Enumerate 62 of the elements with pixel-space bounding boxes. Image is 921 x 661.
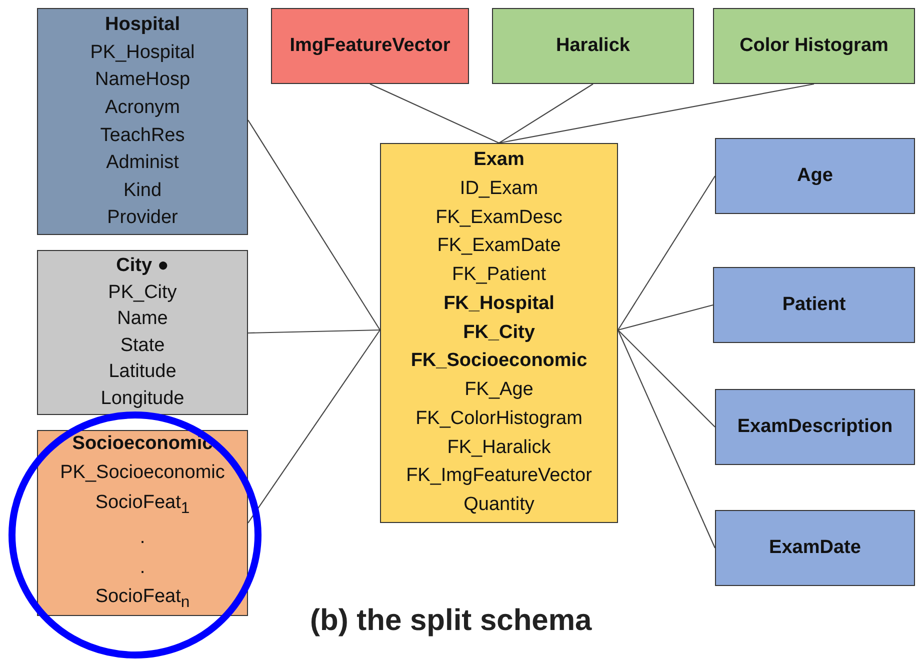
- entity-box: [271, 8, 469, 84]
- field-name: PK_Socioeconomic: [60, 461, 225, 486]
- entity-box: [715, 138, 915, 214]
- connector-line: [248, 330, 380, 524]
- field-name: Acronym: [105, 96, 180, 120]
- connector-line: [370, 84, 500, 144]
- field-name: TeachRes: [100, 124, 185, 148]
- field-name: State: [120, 334, 165, 358]
- entity-name: ExamDescription: [737, 415, 893, 440]
- connector-line: [618, 330, 716, 428]
- entity-table: [37, 8, 248, 235]
- field-name: FK_ExamDate: [437, 234, 561, 258]
- field-name: ID_Exam: [460, 176, 538, 201]
- field-name: PK_City: [108, 280, 177, 304]
- entity-box: [715, 510, 915, 586]
- field-name: SocioFeat$_{1}$: [95, 490, 190, 518]
- table-title: Hospital: [105, 13, 180, 37]
- entity-box: [492, 8, 694, 84]
- field-name: FK_Hospital: [444, 292, 554, 316]
- field-name: FK_Patient: [452, 263, 546, 288]
- field-name: NameHosp: [94, 68, 190, 92]
- field-name: .: [140, 556, 146, 580]
- table-title: City ●: [116, 254, 169, 278]
- field-name: Longitude: [100, 386, 184, 410]
- field-name: Name: [117, 307, 168, 331]
- field-name: Kind: [123, 178, 162, 203]
- field-name: Provider: [107, 206, 178, 230]
- field-name: SocioFeat$_{n}$: [95, 585, 190, 613]
- connector-line: [498, 84, 594, 144]
- connector-line: [248, 120, 380, 330]
- field-name: FK_Haralick: [447, 436, 551, 460]
- entity-name: ImgFeatureVector: [290, 34, 450, 58]
- entity-box: [713, 8, 915, 84]
- entity-name: Haralick: [556, 34, 630, 58]
- field-name: FK_ExamDesc: [436, 206, 562, 230]
- connector-line: [248, 329, 380, 334]
- entity-name: Patient: [782, 293, 846, 318]
- connector-line: [498, 83, 814, 144]
- field-name: Administ: [106, 151, 179, 176]
- entity-name: Color Histogram: [740, 34, 888, 58]
- connector-line: [618, 176, 716, 330]
- field-name: FK_Age: [464, 378, 534, 402]
- field-name: .: [140, 526, 146, 550]
- field-name: FK_ColorHistogram: [416, 406, 582, 431]
- entity-box: [713, 267, 915, 343]
- table-title: Exam: [474, 148, 524, 172]
- entity-name: ExamDate: [769, 536, 861, 560]
- table-title: Socioeconomic: [72, 432, 213, 456]
- connector-line: [618, 330, 716, 548]
- entity-table: [37, 250, 248, 415]
- field-name: FK_City: [463, 320, 535, 345]
- field-name: FK_Socioeconomic: [410, 349, 588, 374]
- connector-line: [618, 304, 714, 331]
- entity-box: [715, 389, 915, 465]
- caption: (b) the split schema: [310, 604, 592, 638]
- field-name: Latitude: [108, 360, 176, 384]
- entity-table: [380, 143, 618, 523]
- field-name: PK_Hospital: [90, 40, 195, 65]
- entity-name: Age: [797, 164, 833, 188]
- field-name: FK_ImgFeatureVector: [406, 464, 592, 488]
- entity-table: [37, 430, 248, 616]
- field-name: Quantity: [464, 493, 534, 518]
